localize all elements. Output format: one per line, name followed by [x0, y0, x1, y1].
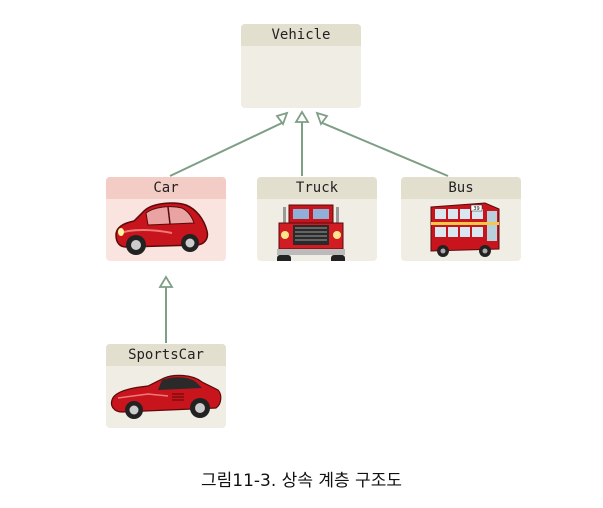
arrowhead-truck: [294, 110, 310, 123]
arrowhead-sportscar: [158, 275, 174, 288]
truck-class-name: Truck: [257, 177, 377, 199]
vehicle-class-box: Vehicle: [241, 24, 361, 108]
red-car-icon: [115, 202, 209, 255]
red-sportscar-icon: [110, 374, 222, 419]
bus-to-vehicle-arrow: [319, 121, 449, 177]
vehicle-class-body: [241, 46, 361, 108]
red-bus-icon: 39: [430, 202, 500, 257]
bus-class-body: 39: [401, 199, 521, 261]
sportscar-class-body: [106, 366, 226, 428]
car-to-vehicle-arrow: [169, 121, 285, 177]
car-class-name: Car: [106, 177, 226, 199]
sportscar-class-box: SportsCar: [106, 344, 226, 428]
red-truck-icon: [277, 204, 345, 261]
vehicle-class-name: Vehicle: [241, 24, 361, 46]
figure-caption: 그림11-3. 상속 계층 구조도: [201, 471, 402, 491]
bus-number-label: 39: [473, 206, 479, 212]
car-class-box: Car: [106, 177, 226, 261]
car-class-body: [106, 199, 226, 261]
arrowhead-bus: [315, 111, 329, 126]
sportscar-class-name: SportsCar: [106, 344, 226, 366]
bus-class-box: Bus 39: [401, 177, 521, 261]
bus-class-name: Bus: [401, 177, 521, 199]
arrowhead-car: [275, 111, 289, 126]
truck-class-body: [257, 199, 377, 261]
truck-class-box: Truck: [257, 177, 377, 261]
